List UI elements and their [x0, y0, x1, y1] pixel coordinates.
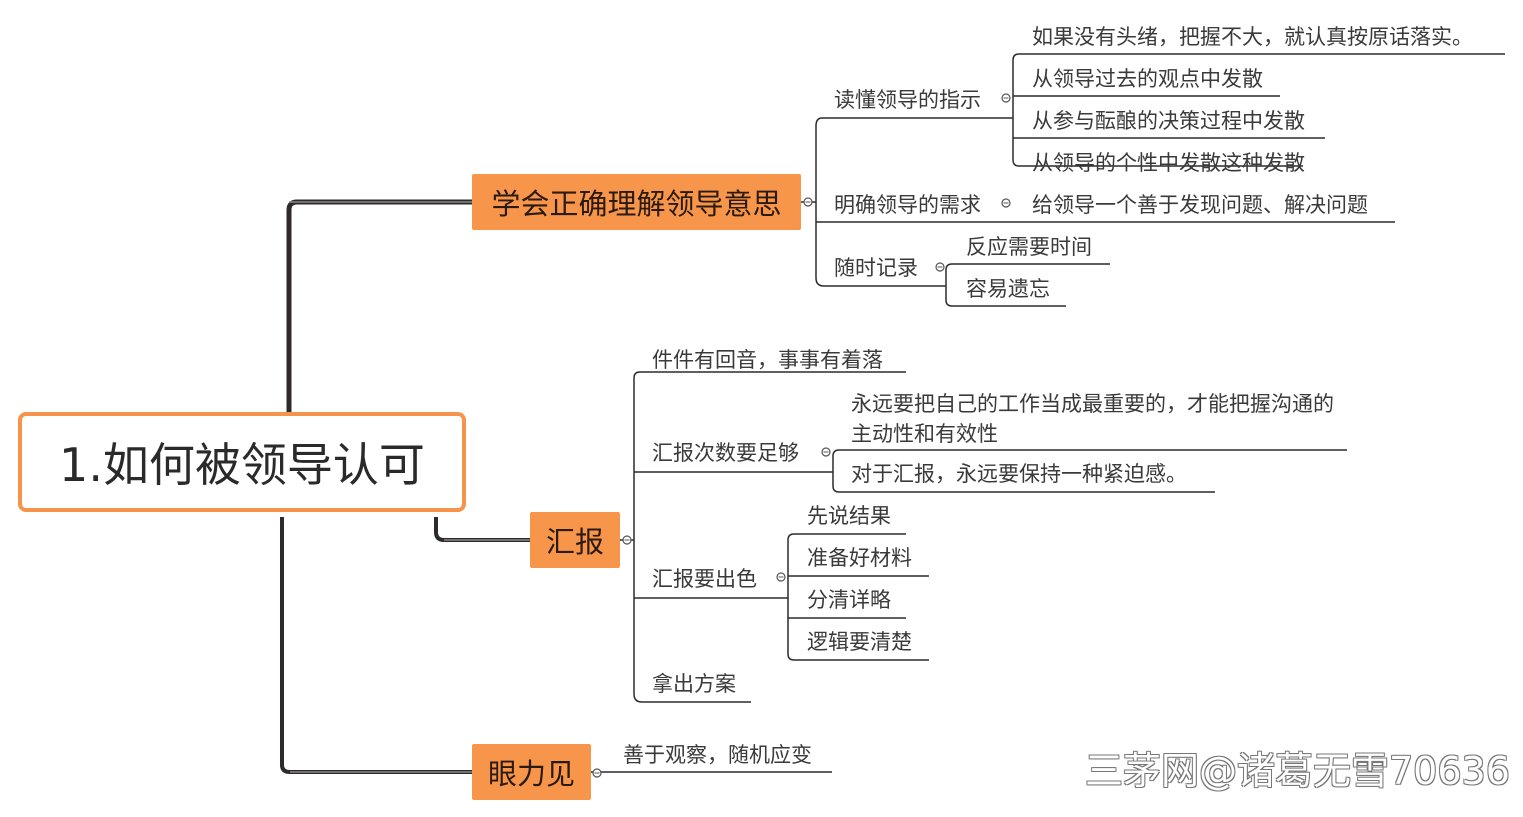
topic-understand-leader[interactable]: 学会正确理解领导意思: [472, 174, 801, 230]
subtopic-leader-needs[interactable]: 明确领导的需求: [834, 193, 981, 217]
leaf-read-3[interactable]: 从参与酝酿的决策过程中发散: [1032, 109, 1305, 133]
leaf-excel-2[interactable]: 准备好材料: [807, 546, 912, 570]
subtopic-report-count[interactable]: 汇报次数要足够: [652, 441, 799, 465]
leaf-excel-4[interactable]: 逻辑要清楚: [807, 630, 912, 654]
subtopic-record[interactable]: 随时记录: [834, 256, 918, 280]
leaf-needs-1[interactable]: 给领导一个善于发现问题、解决问题: [1032, 193, 1368, 217]
leaf-record-2[interactable]: 容易遗忘: [966, 277, 1050, 301]
subtopic-echo[interactable]: 件件有回音，事事有着落: [652, 348, 883, 372]
leaf-read-1[interactable]: 如果没有头绪，把握不大，就认真按原话落实。: [1032, 25, 1473, 49]
leaf-read-4[interactable]: 从领导的个性中发散这种发散: [1032, 151, 1305, 175]
subtopic-plan[interactable]: 拿出方案: [652, 672, 736, 696]
subtopic-report-excel[interactable]: 汇报要出色: [652, 567, 757, 591]
topic-insight[interactable]: 眼力见: [472, 744, 591, 800]
topic-understand-leader-label: 学会正确理解领导意思: [491, 187, 782, 221]
topic-report-label: 汇报: [545, 525, 604, 559]
leaf-read-2[interactable]: 从领导过去的观点中发散: [1032, 67, 1263, 91]
leaf-count-1[interactable]: 永远要把自己的工作当成最重要的，才能把握沟通的主动性和有效性: [851, 392, 1334, 446]
topic-insight-label: 眼力见: [487, 757, 575, 791]
leaf-insight-1[interactable]: 善于观察，随机应变: [623, 743, 812, 767]
watermark-text: 三茅网@诸葛无雪70636: [1085, 749, 1510, 793]
subtopic-read-instructions[interactable]: 读懂领导的指示: [834, 88, 981, 112]
leaf-excel-1[interactable]: 先说结果: [807, 504, 891, 528]
topic-report[interactable]: 汇报: [530, 512, 620, 568]
leaf-record-1[interactable]: 反应需要时间: [966, 235, 1092, 259]
leaf-count-2[interactable]: 对于汇报，永远要保持一种紧迫感。: [851, 462, 1187, 486]
root-topic[interactable]: 1.如何被领导认可: [18, 412, 466, 512]
root-topic-label: 1.如何被领导认可: [59, 438, 425, 492]
leaf-excel-3[interactable]: 分清详略: [807, 588, 891, 612]
